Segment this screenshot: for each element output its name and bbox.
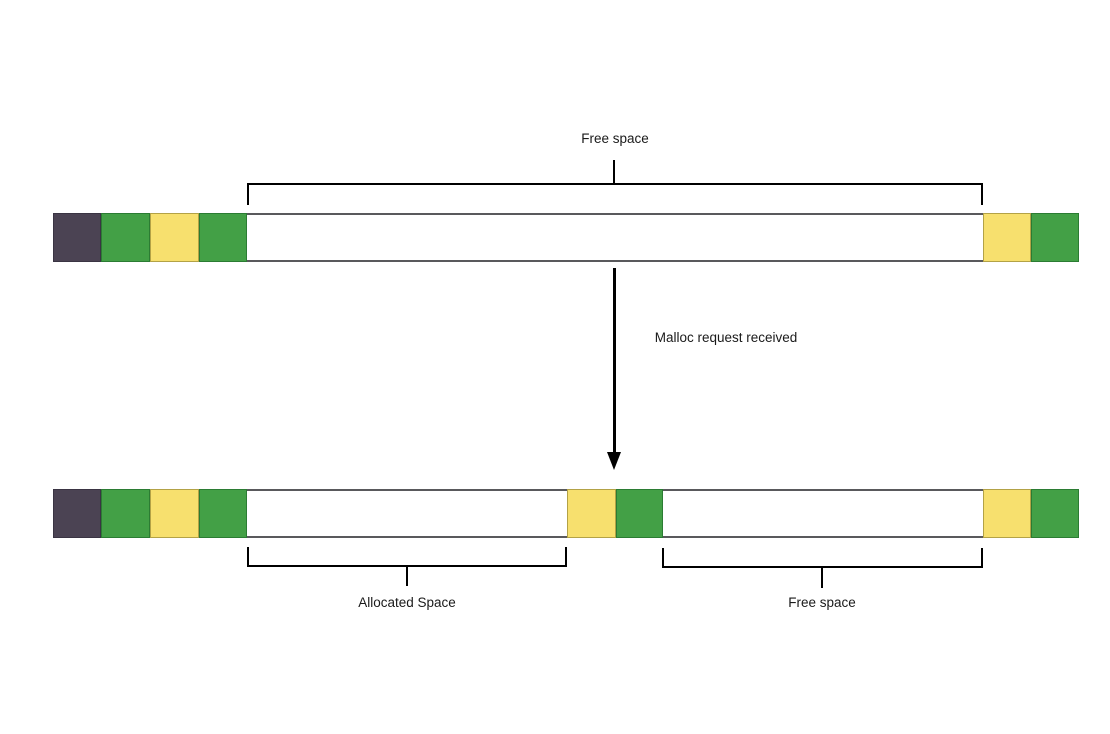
memory-segment-yellow — [983, 213, 1031, 262]
memory-bar-before — [53, 213, 1079, 262]
malloc-arrow-head-icon — [607, 452, 621, 470]
free-space-label-top: Free space — [581, 131, 649, 146]
malloc-request-label: Malloc request received — [654, 330, 798, 345]
memory-segment-green — [1031, 489, 1079, 538]
memory-segment-green — [199, 489, 247, 538]
memory-segment-yellow — [150, 489, 199, 538]
memory-segment-yellow — [567, 489, 616, 538]
memory-segment-dark — [53, 213, 101, 262]
memory-segment-green — [199, 213, 247, 262]
memory-segment-yellow — [983, 489, 1031, 538]
memory-bar-after — [53, 489, 1079, 538]
memory-segment-green — [1031, 213, 1079, 262]
memory-segment-yellow — [150, 213, 199, 262]
memory-segment-green — [616, 489, 663, 538]
allocated-space-label: Allocated Space — [358, 595, 456, 610]
malloc-arrow-line — [613, 268, 616, 454]
free-space-bracket-bottom-tick — [821, 567, 823, 588]
memory-segment-dark — [53, 489, 101, 538]
allocated-space-bracket-tick — [406, 566, 408, 586]
memory-segment-green — [101, 213, 150, 262]
allocated-space-bracket — [247, 547, 567, 567]
free-space-bracket-top — [247, 183, 983, 205]
free-space-label-bottom: Free space — [788, 595, 856, 610]
free-space-bracket-bottom — [662, 548, 983, 568]
memory-segment-green — [101, 489, 150, 538]
bracket-top-tick — [613, 160, 615, 185]
